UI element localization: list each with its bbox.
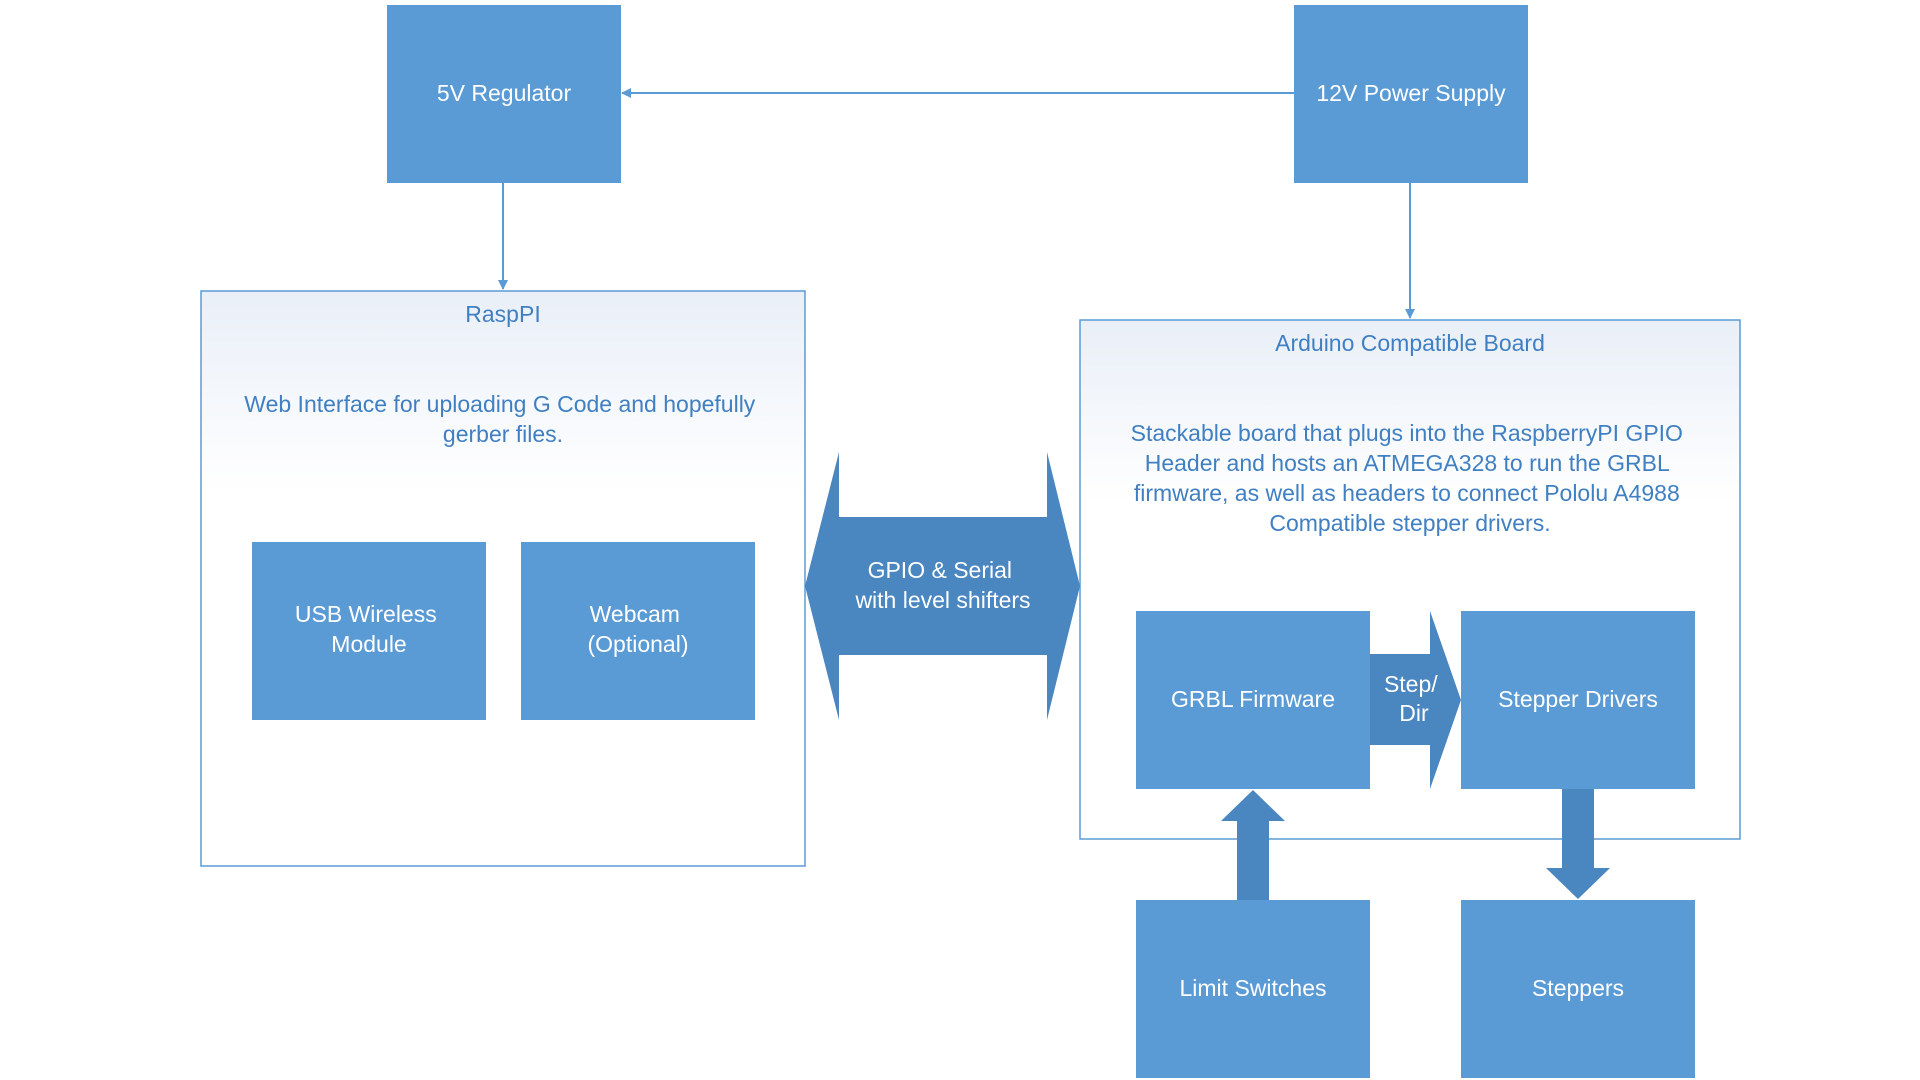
arduino-title: Arduino Compatible Board (1275, 330, 1545, 356)
usb-wireless-label-line: USB Wireless (295, 601, 437, 627)
grbl-firmware-box: GRBL Firmware (1136, 611, 1370, 789)
power-supply-box: 12V Power Supply (1294, 5, 1528, 183)
gpio-serial-double-arrow: GPIO & Serial with level shifters (805, 452, 1080, 720)
arduino-description-line: Stackable board that plugs into the Rasp… (1131, 420, 1683, 446)
usb-wireless-label: USB Wireless Module (295, 601, 443, 657)
stepper-drivers-label: Stepper Drivers (1498, 686, 1658, 712)
limit-switches-box: Limit Switches (1136, 900, 1370, 1078)
gpio-serial-label-line: with level shifters (854, 587, 1030, 613)
usb-wireless-label-line: Module (331, 631, 406, 657)
arduino-description-line: firmware, as well as headers to connect … (1134, 480, 1680, 506)
step-dir-label-line: Dir (1399, 700, 1429, 726)
regulator-box: 5V Regulator (387, 5, 621, 183)
raspi-description: Web Interface for uploading G Code and h… (244, 391, 761, 447)
steppers-box: Steppers (1461, 900, 1695, 1078)
raspi-description-line: Web Interface for uploading G Code and h… (244, 391, 756, 417)
limit-switches-label: Limit Switches (1180, 975, 1327, 1001)
grbl-firmware-label: GRBL Firmware (1171, 686, 1335, 712)
arduino-description-line: Header and hosts an ATMEGA328 to run the… (1145, 450, 1670, 476)
usb-wireless-box: USB Wireless Module (252, 542, 486, 720)
webcam-label-line: Webcam (590, 601, 680, 627)
step-dir-label-line: Step/ (1384, 671, 1438, 697)
power-supply-label: 12V Power Supply (1316, 80, 1506, 106)
limit-switches-up-arrow (1221, 790, 1285, 900)
raspi-title: RaspPI (465, 301, 540, 327)
drivers-to-steppers-down-arrow (1546, 789, 1610, 899)
stepper-drivers-box: Stepper Drivers (1461, 611, 1695, 789)
regulator-label: 5V Regulator (437, 80, 572, 106)
arduino-description-line: Compatible stepper drivers. (1269, 510, 1550, 536)
webcam-box: Webcam (Optional) (521, 542, 755, 720)
step-dir-label: Step/ Dir (1384, 671, 1444, 726)
raspi-description-line: gerber files. (443, 421, 563, 447)
arduino-description: Stackable board that plugs into the Rasp… (1131, 420, 1690, 536)
gpio-serial-label: GPIO & Serial with level shifters (854, 557, 1030, 613)
webcam-label-line: (Optional) (588, 631, 689, 657)
steppers-label: Steppers (1532, 975, 1624, 1001)
gpio-serial-label-line: GPIO & Serial (868, 557, 1012, 583)
webcam-label: Webcam (Optional) (588, 601, 689, 657)
step-dir-arrow: Step/ Dir (1370, 611, 1461, 789)
